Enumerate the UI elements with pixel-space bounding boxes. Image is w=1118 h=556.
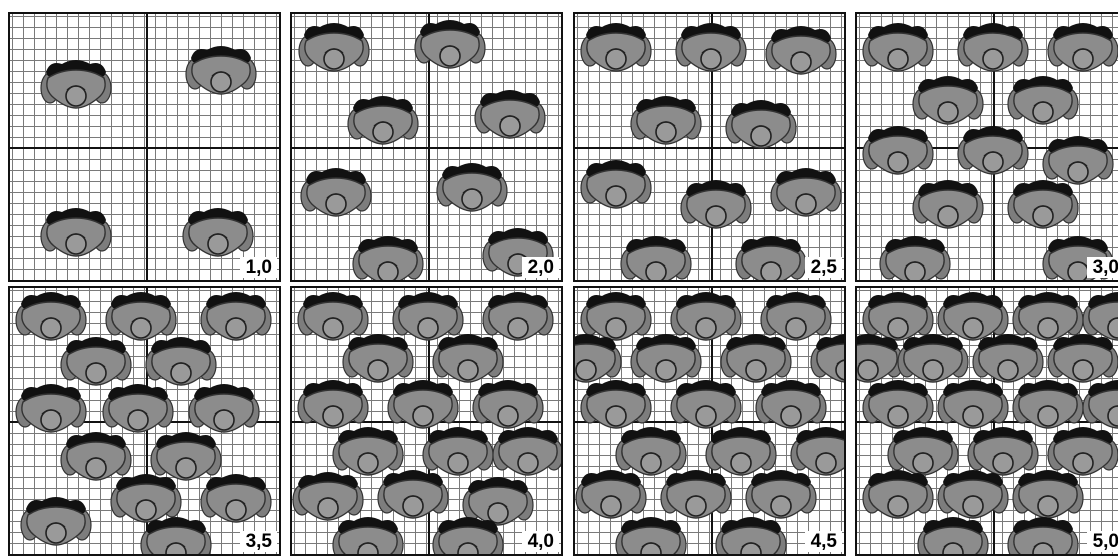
- overhead-person-icon: [140, 513, 212, 556]
- overhead-person-icon: [332, 513, 404, 556]
- overhead-person-icon: [40, 204, 112, 262]
- overhead-person-icon: [436, 159, 508, 217]
- overhead-person-icon: [770, 164, 842, 222]
- overhead-person-icon: [185, 42, 257, 100]
- overhead-person-icon: [862, 19, 934, 77]
- overhead-person-icon: [40, 56, 112, 114]
- overhead-person-icon: [917, 513, 989, 556]
- overhead-person-icon: [620, 232, 692, 282]
- panel-divider-horizontal: [292, 147, 561, 149]
- overhead-person-icon: [1007, 513, 1079, 556]
- panel-divider-horizontal: [10, 147, 279, 149]
- overhead-person-icon: [580, 156, 652, 214]
- density-panel: 1,0: [8, 12, 281, 282]
- overhead-person-icon: [615, 513, 687, 556]
- overhead-person-icon: [580, 19, 652, 77]
- overhead-person-icon: [474, 86, 546, 144]
- overhead-person-icon: [957, 19, 1029, 77]
- density-label: 3,5: [240, 531, 277, 552]
- overhead-person-icon: [347, 92, 419, 150]
- overhead-person-icon: [879, 232, 951, 282]
- density-panel: 4,0: [290, 286, 563, 556]
- overhead-person-icon: [1047, 19, 1118, 77]
- overhead-person-icon: [675, 19, 747, 77]
- overhead-person-icon: [735, 232, 807, 282]
- overhead-person-icon: [298, 19, 370, 77]
- density-label: 2,5: [805, 257, 842, 278]
- density-label: 4,0: [522, 531, 559, 552]
- overhead-person-icon: [352, 232, 424, 282]
- density-panel: 3,5: [8, 286, 281, 556]
- overhead-person-icon: [912, 176, 984, 234]
- density-label: 4,5: [805, 531, 842, 552]
- density-label: 1,0: [240, 257, 277, 278]
- overhead-person-icon: [715, 513, 787, 556]
- overhead-person-icon: [300, 164, 372, 222]
- overhead-person-icon: [414, 16, 486, 74]
- overhead-person-icon: [630, 92, 702, 150]
- density-label: 2,0: [522, 257, 559, 278]
- density-label: 3,0: [1087, 257, 1118, 278]
- panel-divider-horizontal: [575, 147, 844, 149]
- overhead-person-icon: [432, 513, 504, 556]
- overhead-person-icon: [1007, 176, 1079, 234]
- overhead-person-icon: [957, 122, 1029, 180]
- density-panel: 5,0: [855, 286, 1118, 556]
- overhead-person-icon: [725, 96, 797, 154]
- overhead-person-icon: [765, 22, 837, 80]
- overhead-person-icon: [20, 493, 92, 551]
- density-panel: 3,0: [855, 12, 1118, 282]
- density-label: 5,0: [1087, 531, 1118, 552]
- density-panel: 2,0: [290, 12, 563, 282]
- overhead-person-icon: [680, 176, 752, 234]
- overhead-person-icon: [182, 204, 254, 262]
- density-panel: 4,5: [573, 286, 846, 556]
- density-panel: 2,5: [573, 12, 846, 282]
- overhead-person-icon: [862, 122, 934, 180]
